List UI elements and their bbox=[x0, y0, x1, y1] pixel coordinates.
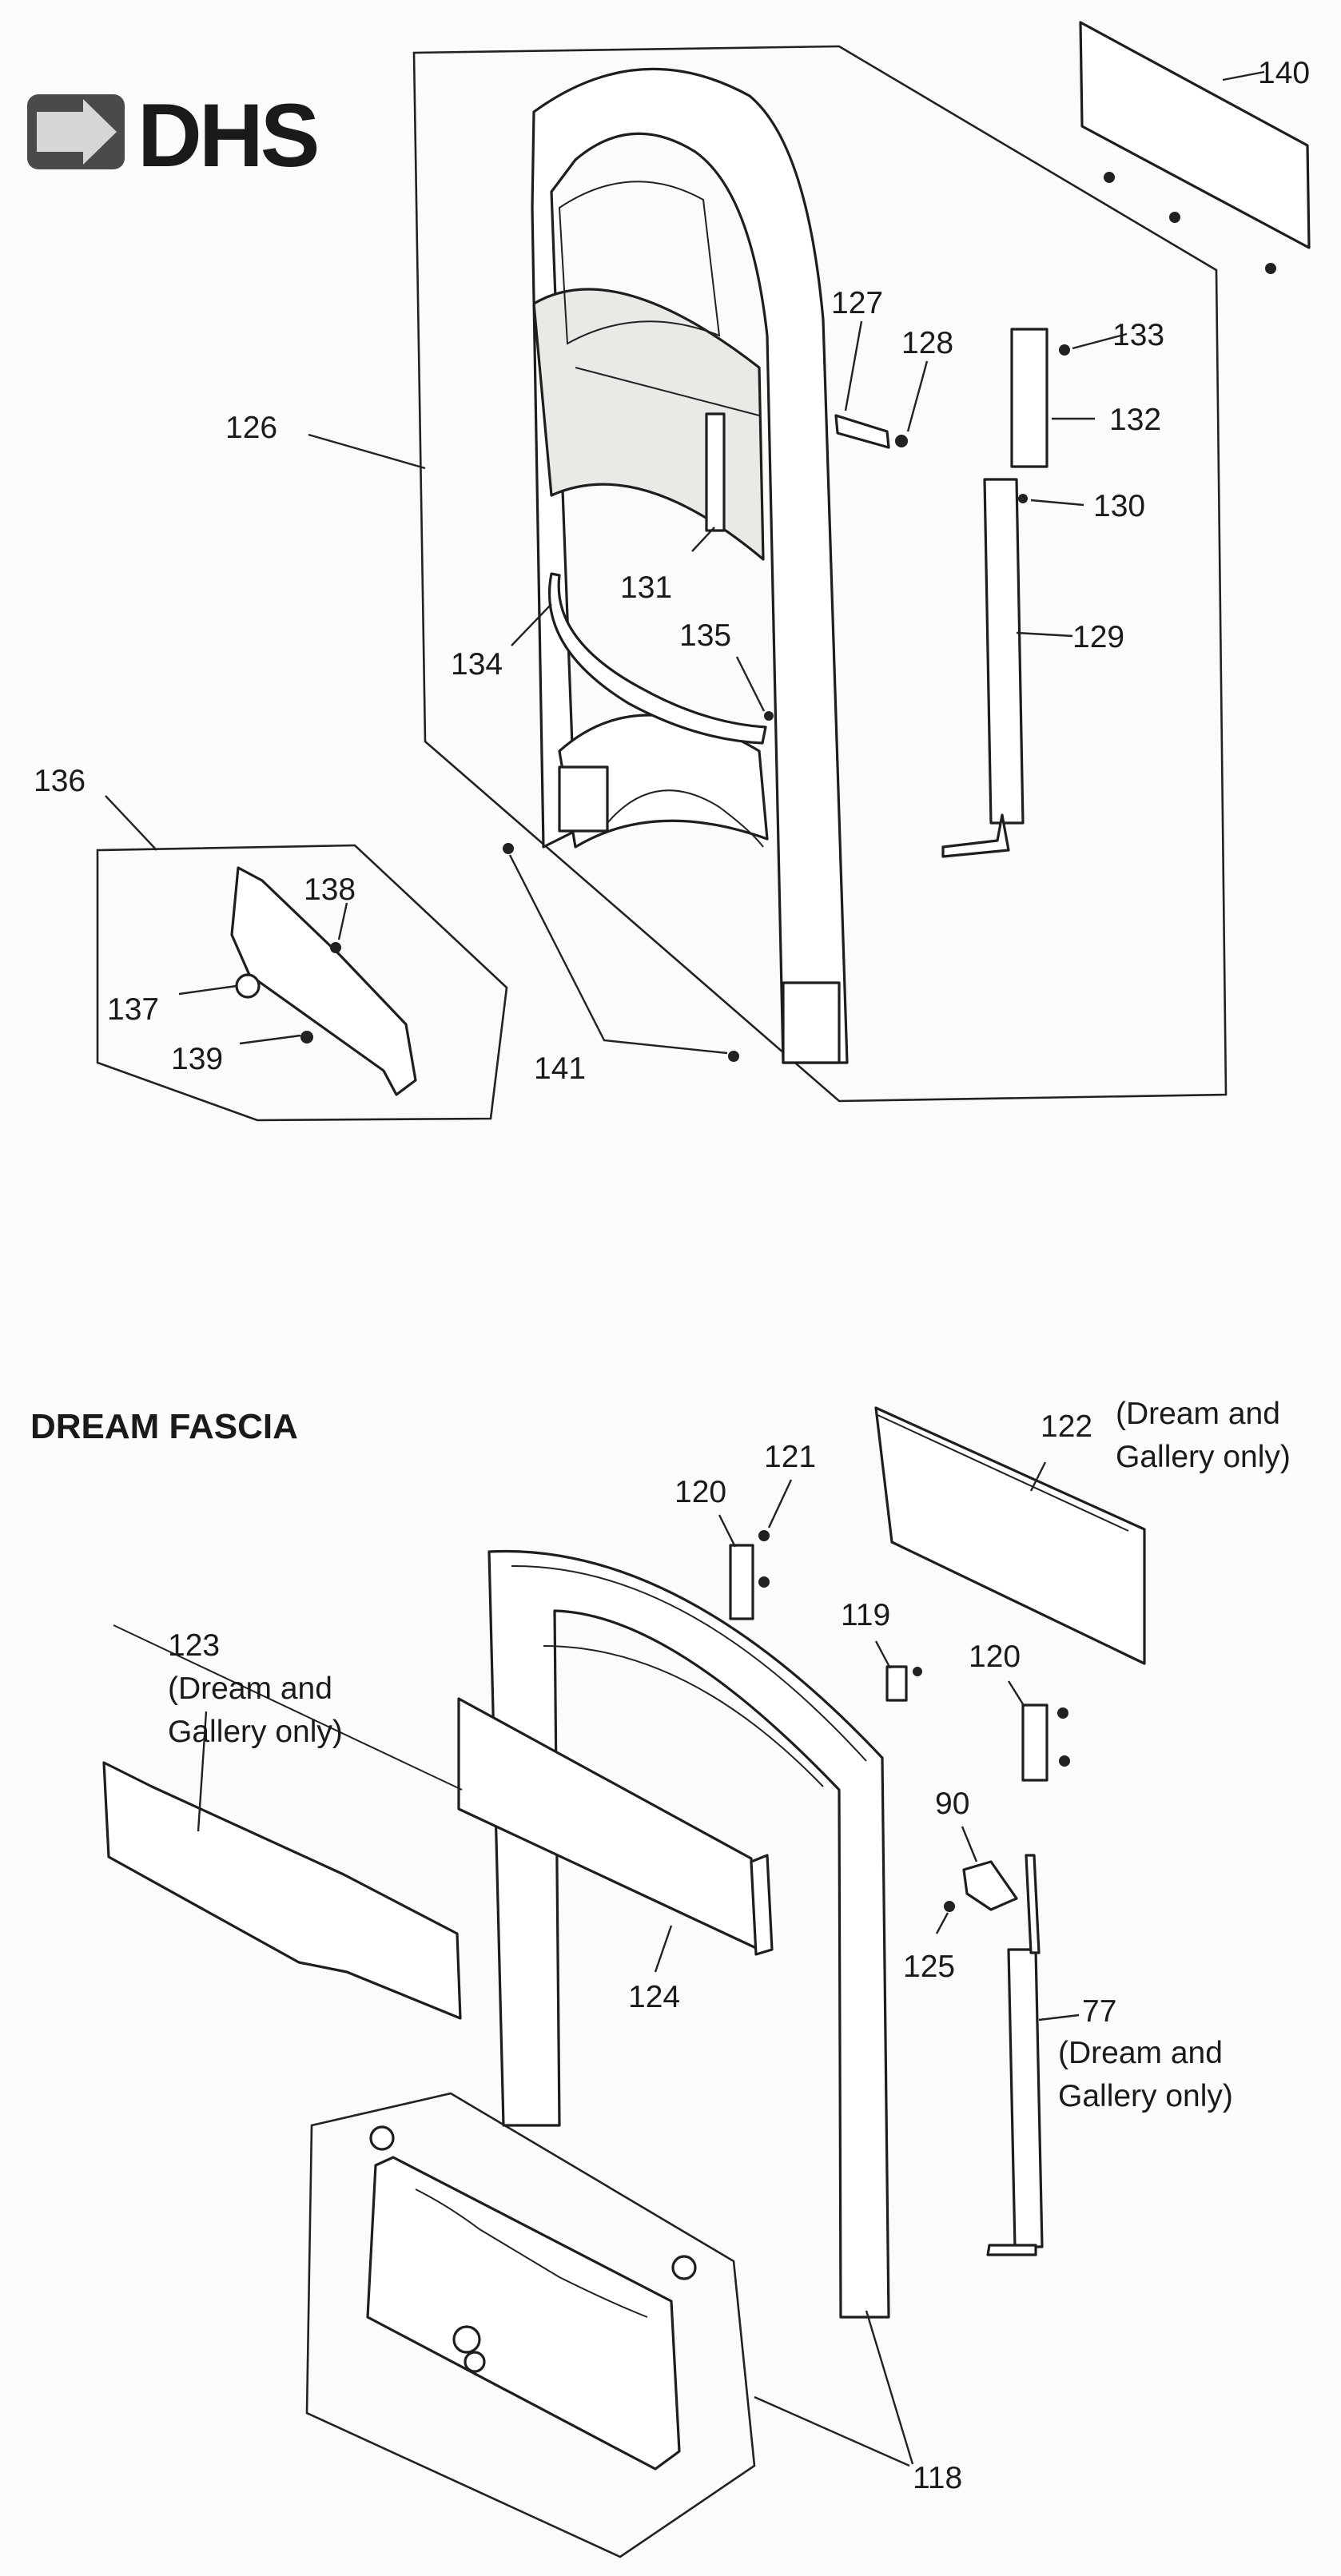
part-122 bbox=[874, 1406, 1146, 1665]
assembly-outline-136 bbox=[96, 844, 508, 1122]
note-122-line2: Gallery only) bbox=[1116, 1440, 1291, 1474]
section-title: DREAM FASCIA bbox=[30, 1407, 298, 1446]
label-140: 140 bbox=[1258, 56, 1310, 90]
label-90: 90 bbox=[935, 1787, 969, 1821]
label-141: 141 bbox=[534, 1051, 586, 1086]
label-128: 128 bbox=[901, 326, 953, 360]
label-131: 131 bbox=[620, 570, 672, 605]
part-132 bbox=[1010, 328, 1049, 468]
part-136-bracket bbox=[230, 866, 417, 1096]
label-120-upper: 120 bbox=[674, 1475, 726, 1509]
note-77-line2: Gallery only) bbox=[1058, 2079, 1233, 2113]
label-124: 124 bbox=[628, 1980, 680, 2014]
label-119: 119 bbox=[841, 1598, 890, 1632]
label-127: 127 bbox=[831, 286, 883, 320]
screw-121a bbox=[758, 1530, 770, 1541]
part-123 bbox=[102, 1761, 462, 2020]
screw-133 bbox=[1059, 344, 1070, 356]
label-135: 135 bbox=[679, 618, 731, 653]
label-132: 132 bbox=[1109, 403, 1161, 437]
screw-141a bbox=[503, 843, 514, 854]
arrow-icon bbox=[37, 99, 117, 165]
part-140 bbox=[1079, 21, 1311, 249]
label-137: 137 bbox=[107, 992, 159, 1027]
part-129 bbox=[983, 478, 1025, 825]
label-123: 123 bbox=[168, 1628, 220, 1663]
note-77-line1: (Dream and bbox=[1058, 2036, 1223, 2070]
screw-141b bbox=[728, 1051, 739, 1062]
screw-130 bbox=[1018, 494, 1028, 503]
screw-125 bbox=[944, 1901, 955, 1912]
part-131 bbox=[705, 412, 726, 532]
part-77 bbox=[1007, 1948, 1044, 2248]
screw-128 bbox=[895, 435, 908, 447]
label-126: 126 bbox=[225, 411, 277, 445]
part-137 bbox=[235, 973, 261, 999]
part-120b bbox=[1021, 1703, 1049, 1782]
label-125: 125 bbox=[903, 1950, 955, 1984]
screw-139 bbox=[300, 1031, 313, 1044]
fascia-frame-118 bbox=[487, 1549, 890, 2319]
door-frame-126 bbox=[531, 67, 849, 1064]
screw-121b bbox=[758, 1576, 770, 1588]
screw-135 bbox=[764, 711, 774, 721]
note-122-line1: (Dream and bbox=[1116, 1397, 1280, 1431]
part-90 bbox=[962, 1860, 1018, 1911]
label-129: 129 bbox=[1072, 620, 1124, 654]
part-120a bbox=[729, 1544, 754, 1620]
label-77: 77 bbox=[1082, 1994, 1116, 2029]
fret-box-outline bbox=[305, 2092, 756, 2558]
label-120-lower: 120 bbox=[969, 1640, 1021, 1674]
label-133: 133 bbox=[1112, 318, 1164, 352]
part-127 bbox=[834, 414, 890, 449]
label-136: 136 bbox=[34, 764, 86, 798]
label-139: 139 bbox=[171, 1042, 223, 1076]
note-123-line1: (Dream and bbox=[168, 1672, 332, 1706]
dhs-logo: DHS bbox=[27, 85, 320, 185]
part-119 bbox=[885, 1665, 908, 1702]
part-134 bbox=[547, 572, 767, 745]
label-134: 134 bbox=[451, 647, 503, 682]
label-138: 138 bbox=[304, 873, 356, 907]
label-122: 122 bbox=[1041, 1409, 1092, 1444]
label-121: 121 bbox=[764, 1440, 816, 1474]
assembly-outline-126 bbox=[412, 45, 1228, 1103]
fret-118 bbox=[366, 2125, 697, 2471]
note-123-line2: Gallery only) bbox=[168, 1715, 343, 1749]
screw-138 bbox=[330, 942, 341, 953]
label-130: 130 bbox=[1093, 489, 1145, 523]
logo-text: DHS bbox=[137, 85, 317, 185]
label-118: 118 bbox=[913, 2461, 962, 2495]
